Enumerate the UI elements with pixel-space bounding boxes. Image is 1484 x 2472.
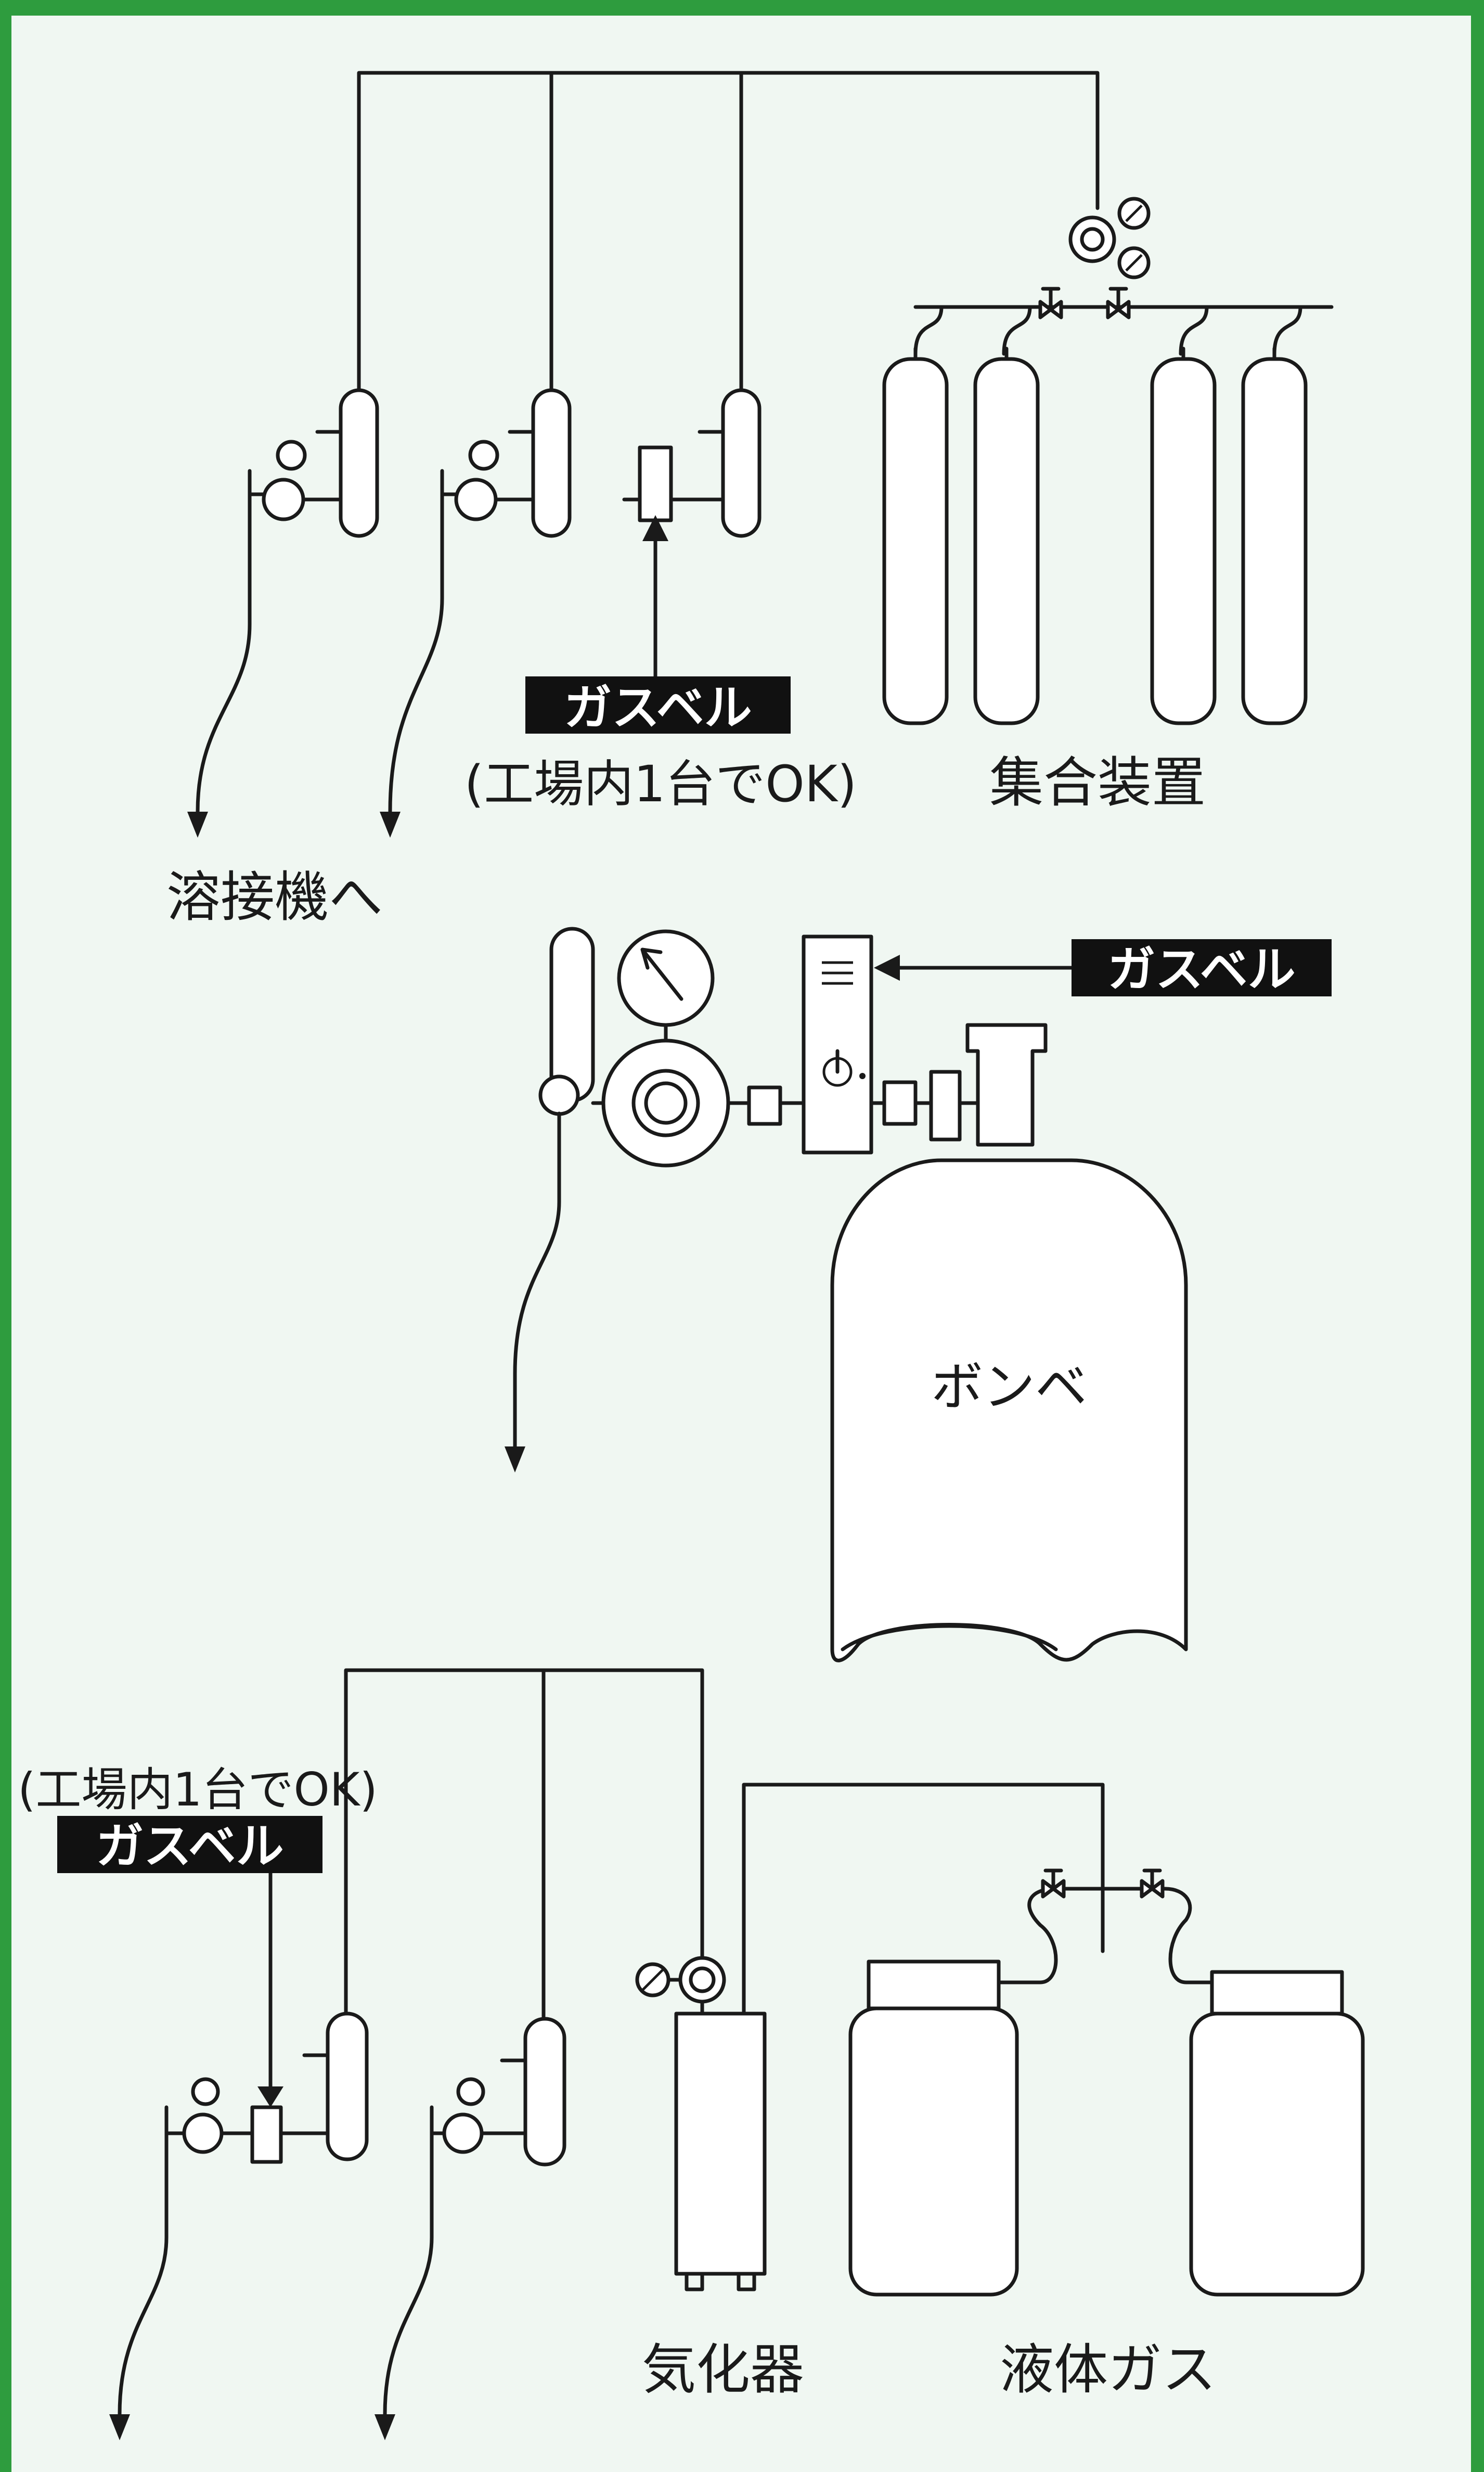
liquid-gas-label: 液体ガス — [1000, 2338, 1216, 2401]
vaporizer — [635, 1956, 767, 2291]
welder-label: 溶接機へ — [166, 865, 383, 929]
hose-2 — [388, 516, 444, 814]
hose-1 — [196, 516, 252, 814]
top-gasbell-tag: ガスベル — [525, 676, 791, 736]
pigtail-1 — [913, 305, 944, 356]
top-gasbell-label: ガスベル — [564, 680, 752, 736]
manifold-valve-left — [1038, 287, 1063, 319]
bottom-header-pipe — [344, 1668, 704, 2115]
middle-gasbell-label: ガスベル — [1107, 942, 1296, 997]
middle-section — [505, 927, 1188, 1662]
cylinder-label: ボンベ — [931, 1356, 1087, 1417]
bottom-station-1 — [164, 1840, 369, 2164]
liquid-gas-tanks — [848, 1868, 1365, 2297]
bottom-gasbell-note: (工場内1台でOK) — [18, 1763, 378, 1816]
bottom-gasbell-tag: ガスベル — [57, 1816, 322, 1874]
vaporizer-pipe — [742, 1783, 1105, 2161]
vaporizer-label: 気化器 — [642, 2338, 804, 2401]
pigtail-3 — [1179, 305, 1209, 356]
bottom-station-2 — [430, 2017, 566, 2167]
middle-gasbell-unit — [802, 934, 873, 1155]
middle-gasbell-tag: ガスベル — [1072, 939, 1332, 997]
bottom-hose-2 — [383, 2152, 434, 2416]
top-gasbell-unit — [638, 445, 673, 522]
manifold-gauges — [1068, 197, 1151, 279]
pigtail-2 — [1002, 305, 1032, 356]
manifold-valve-right — [1106, 287, 1131, 319]
top-header-pipe — [357, 71, 1100, 392]
main-cylinder — [830, 1158, 1188, 1662]
bottom-hose-1 — [118, 2152, 169, 2416]
station-2 — [440, 388, 572, 538]
pigtail-4 — [1272, 305, 1302, 356]
station-1 — [248, 388, 379, 538]
bottom-gasbell-label: ガスベル — [96, 1818, 284, 1874]
flowmeter — [549, 927, 595, 1103]
bottom-gasbell-unit — [250, 2105, 283, 2164]
manifold-cylinders — [882, 347, 1308, 725]
station-3 — [622, 388, 762, 538]
cylinder-valve — [965, 1023, 1048, 1147]
middle-hose — [513, 1158, 561, 1449]
bottom-section — [109, 1668, 1365, 2440]
top-gasbell-note: (工場内1台でOK) — [464, 755, 857, 813]
top-section — [187, 71, 1334, 838]
manifold-label: 集合装置 — [989, 751, 1206, 814]
